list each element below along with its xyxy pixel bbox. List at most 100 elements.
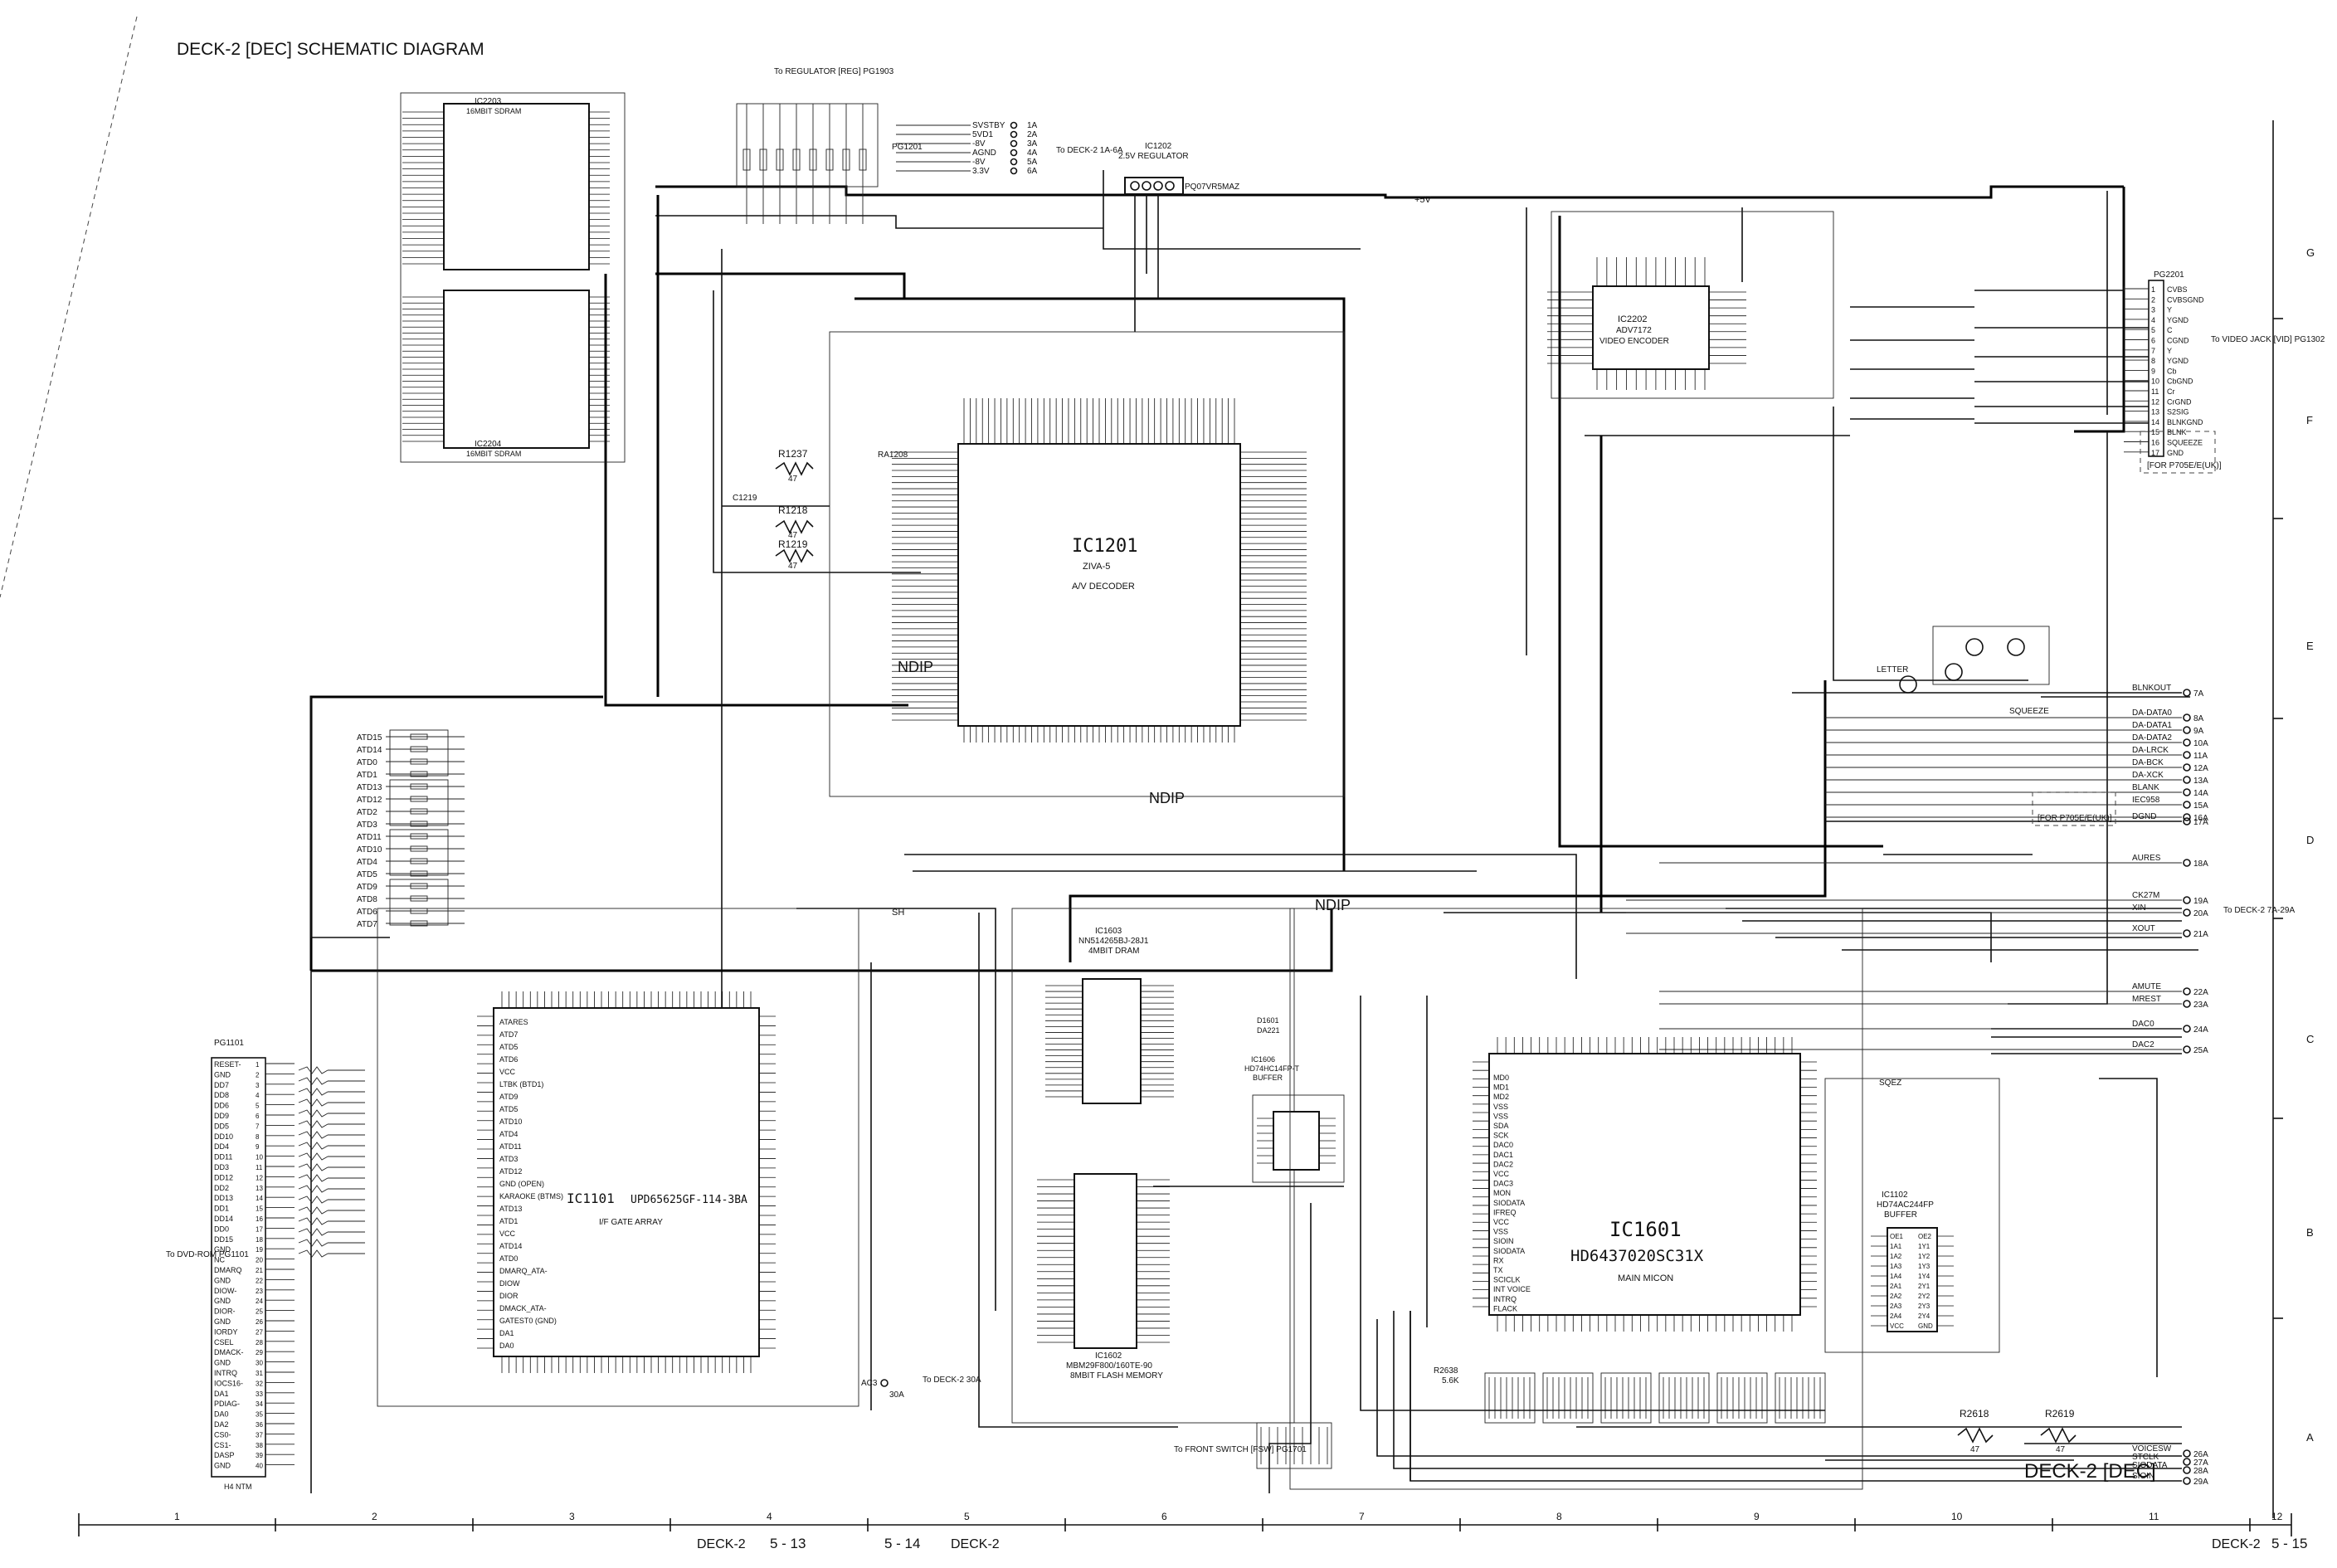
ic1102-pin-label: OE2	[1918, 1233, 1932, 1240]
ra-frame	[1600, 1372, 1652, 1424]
col-label-4: 4	[767, 1511, 772, 1522]
ac3-pin: 30A	[889, 1390, 904, 1400]
ic1601-pin-label: SCK	[1493, 1132, 1509, 1140]
ic1602-ref: IC1602	[1095, 1351, 1122, 1361]
letter-label: LETTER	[1877, 665, 1908, 674]
bus-pin: 12A	[2193, 764, 2208, 773]
col-label-8: 8	[1556, 1511, 1562, 1522]
ic1101-pin-label: ATARES	[499, 1018, 528, 1026]
ic2203-2204-sdram-block: IC2203 16MBIT SDRAM IC2204 16MBIT SDRAM	[400, 92, 626, 463]
ic2202-ref: IC2202	[1618, 314, 1647, 324]
ic1101-frame	[377, 908, 859, 1407]
ic1102-pin-label: 2Y2	[1918, 1293, 1930, 1300]
ic1601-pin-label: TX	[1493, 1266, 1503, 1274]
bus-terminal	[2183, 726, 2191, 734]
atd-label: ATD3	[357, 821, 377, 830]
pg1101-dest-text: To DVD-ROM PG1101	[166, 1250, 249, 1259]
ic1601-pin-label: VSS	[1493, 1112, 1508, 1120]
bus-pin: 27A	[2193, 1458, 2208, 1468]
ic1201-part: ZIVA-5	[1083, 562, 1110, 572]
pg1101-pin: 25	[256, 1308, 263, 1316]
pg2201-net: BLNK	[2167, 428, 2187, 436]
ic1601-pin-label: RX	[1493, 1256, 1504, 1264]
ic1601-frame	[1289, 908, 1863, 1490]
pg1101-pin: 12	[256, 1174, 263, 1181]
ic2202-video-encoder-block: IC2202 ADV7172 VIDEO ENCODER +5V	[1414, 195, 1834, 399]
pg1101-net: GND	[214, 1070, 231, 1079]
r1219-value: 47	[788, 562, 798, 571]
ic1601-pin-label: SDA	[1493, 1122, 1509, 1130]
ic1101-pin-label: ATD1	[499, 1217, 518, 1225]
sh-label: SH	[892, 908, 904, 918]
pg1101-net: GND	[214, 1317, 231, 1326]
pg2201-pin: 12	[2151, 397, 2159, 406]
pg2201-pin: 16	[2151, 439, 2159, 447]
ic1603-part: NN514265BJ-28J1	[1078, 937, 1149, 946]
ic1101-desc: I/F GATE ARRAY	[599, 1218, 663, 1227]
pg1201-reg-resistor	[792, 149, 801, 171]
ic1601-pin-label: MD1	[1493, 1083, 1509, 1092]
ic1101-pin-label: VCC	[499, 1230, 516, 1238]
ic1102-pin-label: 1A2	[1890, 1253, 1902, 1260]
ic1102-desc: BUFFER	[1884, 1210, 1917, 1220]
pg1201-reg-resistor	[759, 149, 767, 171]
pg1101-pin: 6	[256, 1113, 260, 1120]
ic1601-pin-label: INTRQ	[1493, 1295, 1517, 1303]
pg1101-pin: 13	[256, 1185, 263, 1192]
col-label-9: 9	[1754, 1511, 1760, 1522]
bus-pin: 20A	[2193, 909, 2208, 918]
d1601-label: D1601	[1257, 1016, 1279, 1025]
bus-net: CK27M	[2132, 891, 2159, 900]
pg2201-pin: 4	[2151, 316, 2155, 324]
ic2204-ref: IC2204	[475, 440, 502, 449]
pg1101-pin: 39	[256, 1452, 263, 1459]
ic2204-chip	[443, 290, 590, 449]
atd-label: ATD5	[357, 870, 377, 879]
corner-board-label: DECK-2 [DEC]	[2024, 1460, 2156, 1483]
ic1102-ref: IC1102	[1882, 1191, 1908, 1200]
ndip-label-mid: NDIP	[1149, 790, 1185, 806]
ic1202-desc: 2.5V REGULATOR	[1118, 152, 1189, 161]
ra1208-label: RA1208	[878, 450, 908, 460]
bus-terminal	[2183, 1466, 2191, 1474]
ic2202-frame	[1551, 211, 1834, 399]
atd-label: ATD12	[357, 796, 382, 805]
pg1101-net: IORDY	[214, 1327, 238, 1336]
r1218-label: R1218	[778, 504, 808, 516]
pg1101-resistor	[298, 1077, 329, 1085]
footer-right-page: 5 - 15	[2271, 1536, 2307, 1551]
ic1606-ref: IC1606	[1251, 1055, 1275, 1064]
ic1606-buffer-block: D1601 DA221 IC1606 HD74HC14FP-T BUFFER	[1244, 1016, 1345, 1183]
ic1601-pin-label: DAC2	[1493, 1160, 1513, 1168]
atd-label: ATD9	[357, 883, 377, 892]
pg2201-net: Cb	[2167, 367, 2177, 375]
pg1101-resistor	[298, 1206, 329, 1215]
pg2201-net: BLNKGND	[2167, 418, 2203, 426]
ic1101-pin-label: LTBK (BTD1)	[499, 1080, 543, 1088]
pg2201-dest-text: To VIDEO JACK [VID] PG1302	[2211, 335, 2325, 344]
pg1101-pin: 33	[256, 1390, 263, 1398]
atd-array-frame	[389, 879, 449, 926]
ic1101-pin-label: ATD11	[499, 1142, 522, 1151]
pg1201-regulator-box	[736, 103, 879, 187]
footer-mid-page: 5 - 14	[884, 1536, 920, 1551]
pg1101-pin: 5	[256, 1103, 260, 1110]
bus-terminal	[2183, 859, 2191, 867]
ic1601-pin-label: MD0	[1493, 1074, 1509, 1082]
bus-net: XIN	[2132, 903, 2146, 913]
r1218-value: 47	[788, 531, 798, 540]
bus-net: SIODATA	[2132, 1461, 2168, 1470]
r2618-value: 47	[1970, 1445, 1980, 1454]
pg2201-pin: 2	[2151, 295, 2155, 304]
bus-terminal	[2183, 751, 2191, 759]
ndip-label-left: NDIP	[898, 659, 933, 675]
pg1101-pin: 19	[256, 1246, 263, 1254]
pg1101-net: DD14	[214, 1215, 233, 1223]
pg2201-pin: 17	[2151, 449, 2159, 457]
ic1101-pin-label: DMARQ_ATA-	[499, 1267, 548, 1275]
pg1101-net: DD1	[214, 1205, 229, 1213]
pg1101-net: NC	[214, 1256, 225, 1264]
ic1603-chip	[1082, 978, 1142, 1104]
